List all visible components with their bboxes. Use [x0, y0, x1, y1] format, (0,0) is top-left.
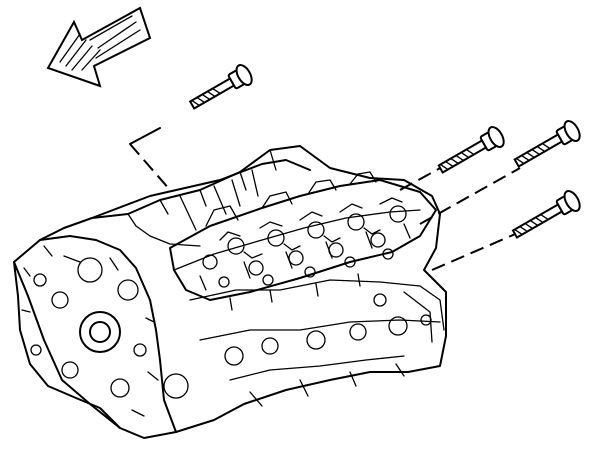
- bolt-4-icon: [431, 190, 581, 271]
- cylinder-head-icon: [169, 171, 437, 311]
- bolt-1-icon: [129, 64, 253, 191]
- bolt-3-icon: [419, 120, 581, 225]
- bolt-2-icon: [399, 126, 505, 191]
- engine-block-icon: [13, 145, 447, 439]
- front-direction-arrow-icon: [46, 6, 152, 88]
